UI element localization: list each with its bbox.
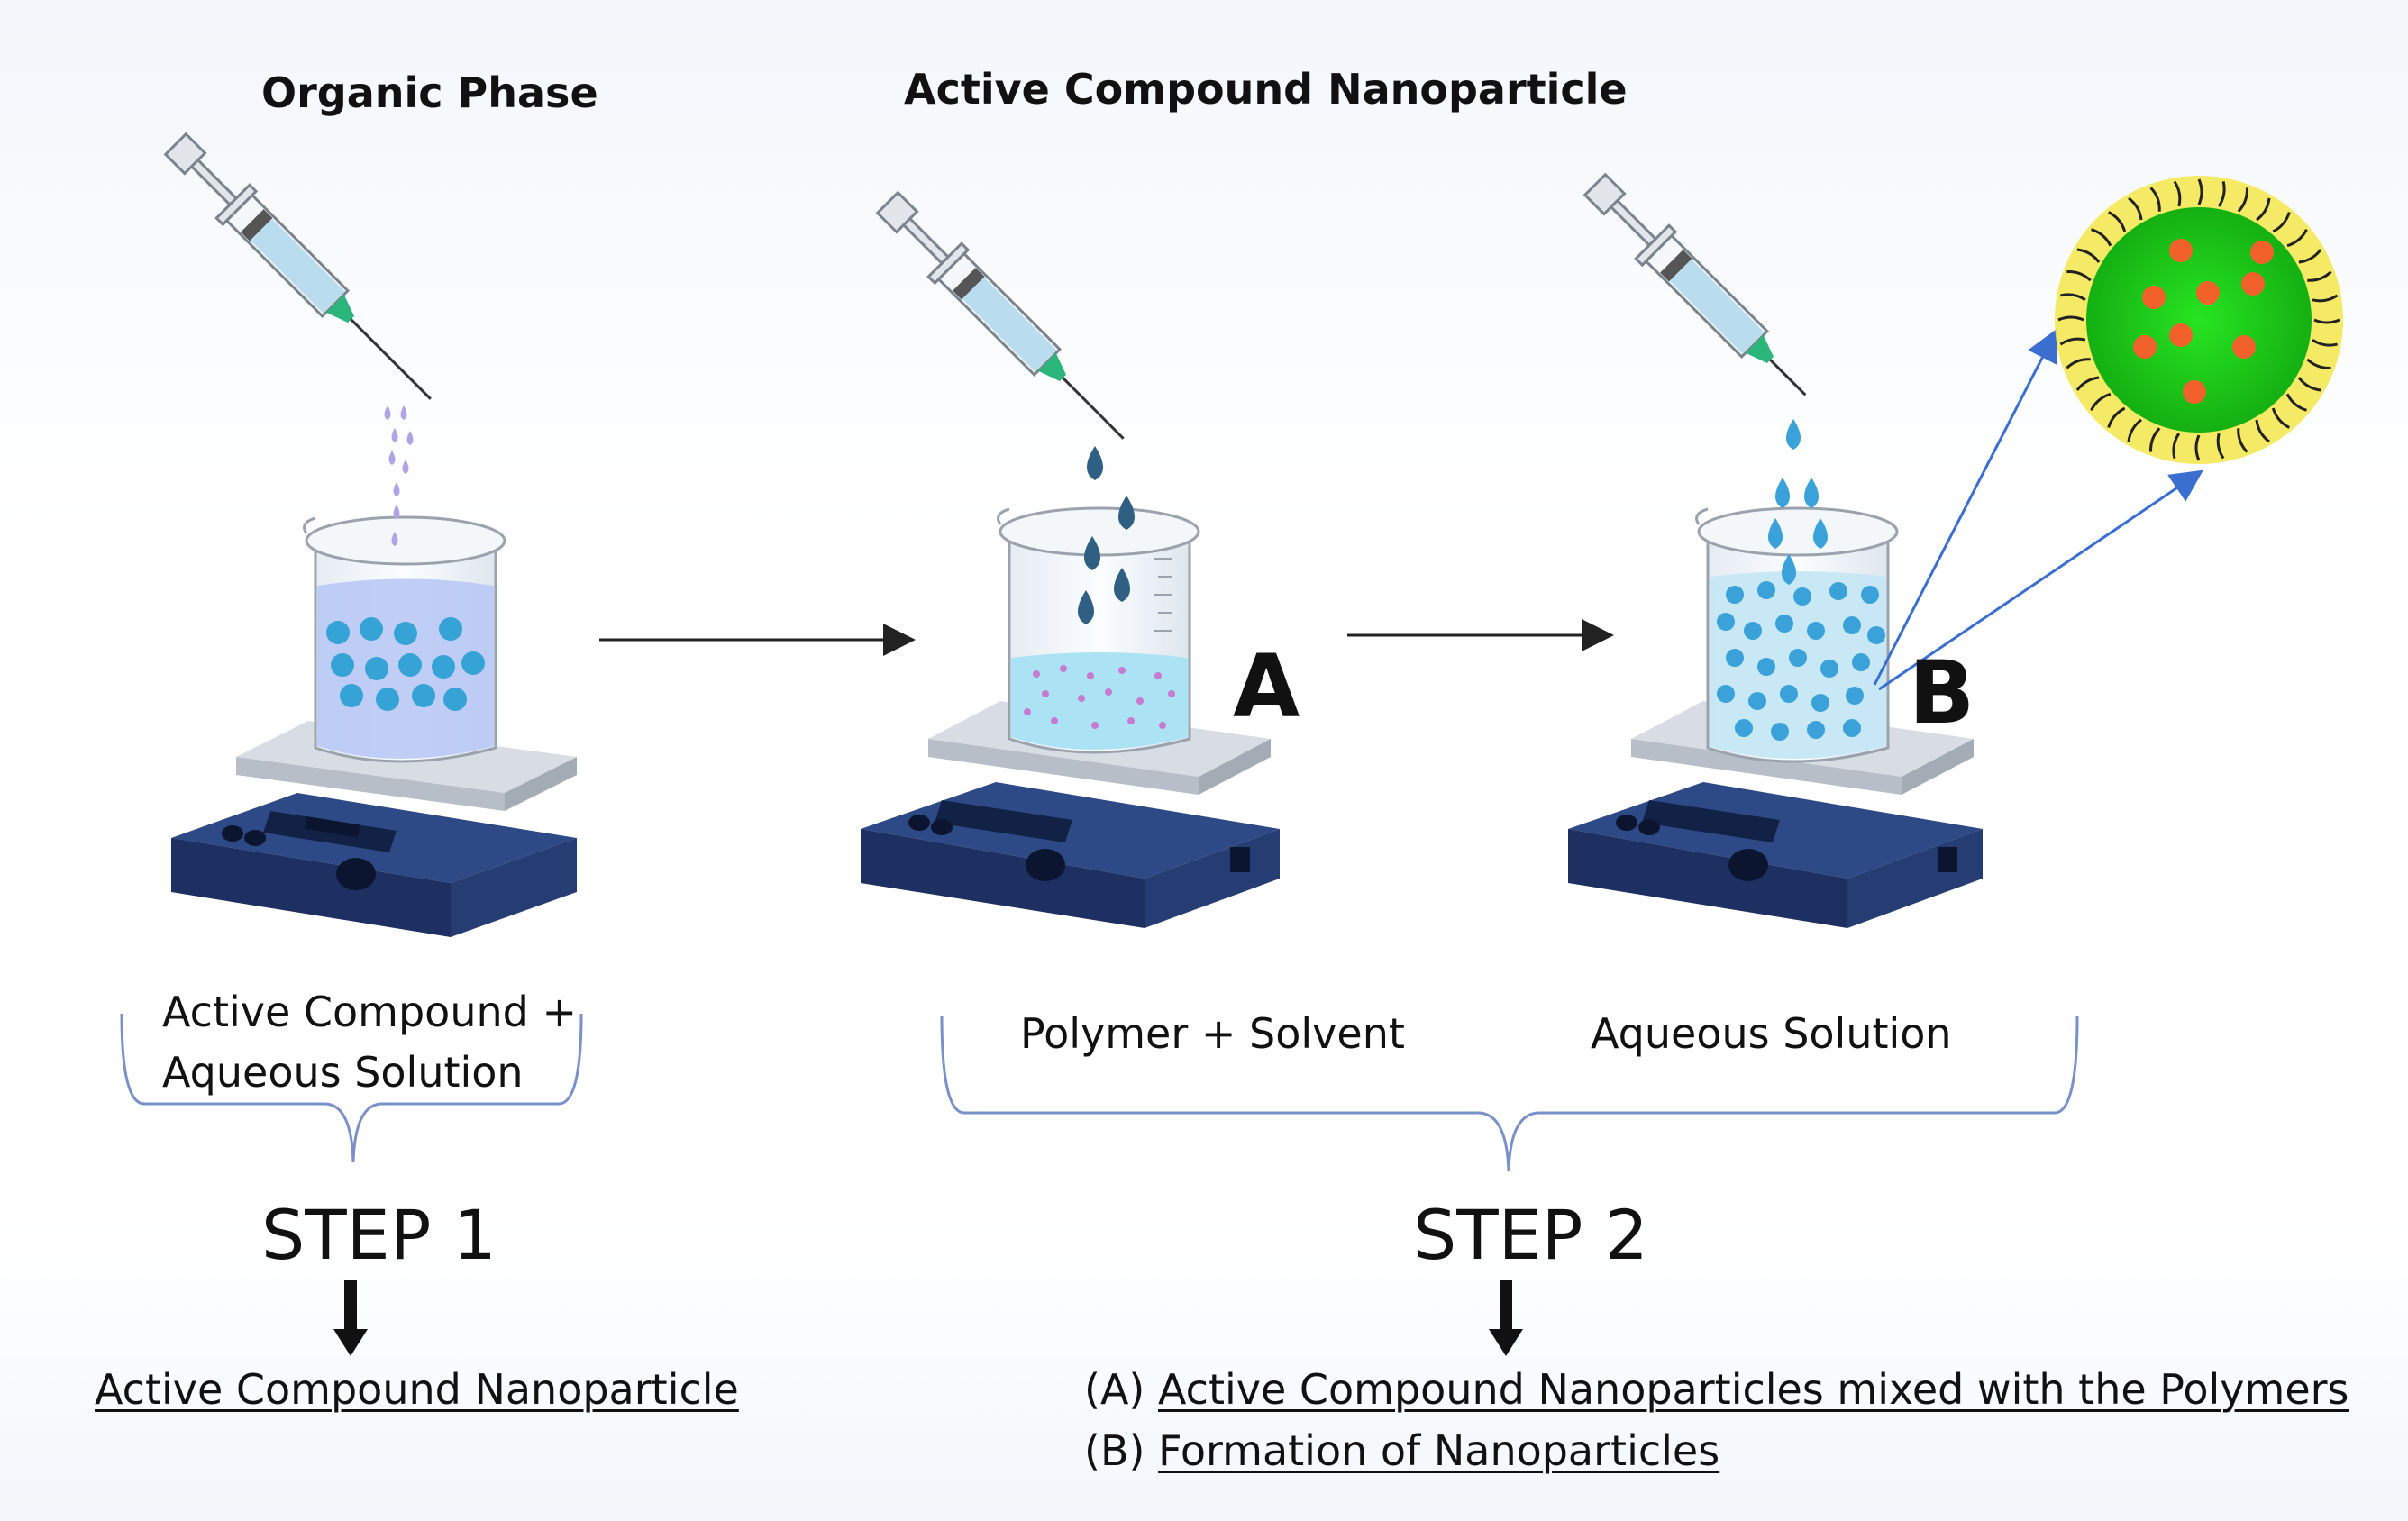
ligand-chain bbox=[2066, 270, 2092, 282]
zoom-arrow-upper bbox=[1873, 328, 2057, 686]
ligand-chain bbox=[2090, 392, 2112, 412]
ligand-chain bbox=[2307, 270, 2332, 282]
step2-result-a-text: Active Compound Nanoparticles mixed with… bbox=[1158, 1365, 2349, 1414]
ligand-chain bbox=[2059, 337, 2086, 346]
step2-brace bbox=[940, 1016, 2079, 1172]
step2-ingredient-b: Aqueous Solution bbox=[1591, 1009, 1952, 1058]
ligand-chain bbox=[2076, 248, 2101, 263]
ligand-chain bbox=[2149, 427, 2161, 452]
ligand-chain bbox=[2298, 249, 2322, 264]
ligand-chain bbox=[2172, 433, 2181, 459]
ligand-chain bbox=[2312, 338, 2338, 347]
ligand-chain bbox=[2271, 407, 2291, 429]
ligand-chain bbox=[2173, 180, 2182, 207]
step2-label: STEP 2 bbox=[1413, 1195, 1649, 1275]
ligand-chain bbox=[2107, 211, 2127, 232]
ligand-chain bbox=[2057, 315, 2084, 322]
beaker-2-particles bbox=[1024, 665, 1175, 729]
ligand-chain bbox=[2194, 434, 2201, 461]
syringe-3 bbox=[1583, 172, 1807, 396]
ligand-chain bbox=[2075, 376, 2100, 391]
ligand-chain bbox=[2197, 178, 2203, 205]
ligand-chain bbox=[2128, 196, 2143, 221]
step1-down-arrow bbox=[333, 1280, 368, 1356]
step2-result-b-prefix: (B) bbox=[1084, 1426, 1145, 1475]
nanoparticle-header: Active Compound Nanoparticle bbox=[904, 65, 1628, 114]
step1-label: STEP 1 bbox=[261, 1195, 497, 1275]
step2-result-a-prefix: (A) bbox=[1084, 1365, 1145, 1414]
ligand-chain bbox=[2297, 377, 2321, 392]
ligand-chain bbox=[2060, 293, 2086, 302]
step2-result-b: (B) Formation of Nanoparticles bbox=[1084, 1426, 1719, 1476]
ligand-chain bbox=[2312, 294, 2339, 303]
beaker-2 bbox=[997, 506, 1200, 754]
ligand-chain bbox=[2127, 418, 2142, 442]
syringe-3-drops bbox=[1768, 419, 1828, 585]
syringe-2-drops bbox=[1078, 446, 1135, 624]
ligand-chain bbox=[2217, 181, 2226, 207]
ligand-chain bbox=[2237, 428, 2248, 453]
step1-brace bbox=[120, 1013, 583, 1163]
ligand-chain bbox=[2272, 212, 2291, 233]
ligand-chain bbox=[2285, 393, 2307, 412]
ligand-chain bbox=[2107, 406, 2126, 428]
ligand-chain bbox=[2286, 228, 2308, 248]
beaker-3-particles bbox=[1717, 581, 1885, 741]
zoom-arrow-lower bbox=[1878, 469, 2203, 691]
organic-phase-header: Organic Phase bbox=[261, 68, 598, 117]
ligand-chain bbox=[2313, 318, 2340, 324]
beaker-1-particles bbox=[326, 617, 485, 711]
ligand-chain bbox=[2091, 228, 2112, 247]
ligand-chain bbox=[2216, 433, 2225, 460]
step2-result-b-text: Formation of Nanoparticles bbox=[1158, 1426, 1720, 1475]
nanoparticle-illustration bbox=[2055, 176, 2343, 464]
step2-down-arrow bbox=[1489, 1280, 1523, 1356]
panel-label-a: A bbox=[1233, 636, 1300, 737]
ligand-chain bbox=[2256, 197, 2271, 222]
beaker-3 bbox=[1695, 506, 1899, 763]
syringe-1 bbox=[163, 132, 432, 400]
panel-label-b: B bbox=[1909, 642, 1975, 743]
ligand-chain bbox=[2066, 358, 2091, 369]
ligand-chain bbox=[2255, 419, 2270, 443]
step1-result: Active Compound Nanoparticle bbox=[95, 1365, 739, 1414]
step1-ingredients-line2: Aqueous Solution bbox=[162, 1048, 524, 1097]
ligand-chain bbox=[2237, 187, 2248, 213]
syringe-2 bbox=[875, 190, 1125, 440]
ligand-chain bbox=[2306, 358, 2331, 369]
ligand-chain bbox=[2149, 187, 2161, 212]
syringe-1-drops bbox=[384, 405, 414, 546]
step2-result-a: (A) Active Compound Nanoparticles mixed … bbox=[1084, 1365, 2349, 1415]
step1-ingredients-line1: Active Compound + bbox=[162, 988, 577, 1036]
step2-ingredient-a: Polymer + Solvent bbox=[1020, 1009, 1405, 1058]
